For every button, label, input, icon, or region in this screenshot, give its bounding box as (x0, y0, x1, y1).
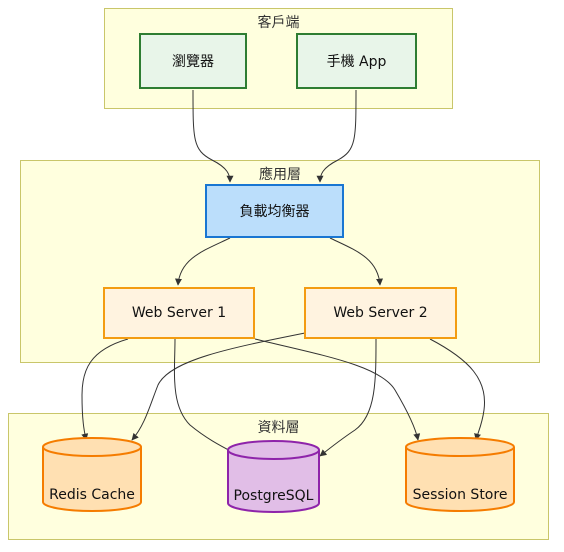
mobile-app-label: 手機 App (326, 54, 387, 70)
data-layer-title: 資料層 (257, 420, 300, 436)
redis-cache-label: Redis Cache (49, 487, 135, 503)
edge-web1-to-postgres (173, 338, 241, 457)
web-server-2-node: Web Server 2 (304, 287, 457, 339)
edge-web2-to-session (429, 338, 486, 441)
session-store-db: Session Store (405, 437, 515, 513)
edge-browser-to-lb (192, 89, 234, 183)
browser-node: 瀏覽器 (139, 33, 247, 89)
edge-web1-to-session (254, 338, 421, 441)
edge-lb-to-web2 (329, 237, 384, 286)
web-server-1-node: Web Server 1 (103, 287, 255, 339)
edge-web1-to-redis (81, 338, 129, 441)
web-server-2-label: Web Server 2 (333, 305, 428, 321)
load-balancer-node: 負載均衡器 (205, 184, 344, 238)
client-layer-title: 客戶端 (257, 15, 300, 31)
redis-cache-db: Redis Cache (42, 437, 142, 513)
browser-label: 瀏覽器 (172, 54, 214, 70)
postgresql-db: PostgreSQL (227, 440, 320, 514)
edge-web2-to-postgres (319, 338, 377, 457)
edge-web2-to-redis (131, 332, 306, 441)
web-server-1-label: Web Server 1 (131, 305, 227, 321)
session-store-label: Session Store (412, 487, 508, 503)
postgresql-cylinder-icon (227, 440, 320, 513)
edge-lb-to-web1 (174, 237, 231, 286)
load-balancer-label: 負載均衡器 (239, 204, 310, 220)
session-cylinder-icon (405, 437, 515, 512)
mobile-app-node: 手機 App (296, 33, 417, 89)
redis-cylinder-icon (42, 437, 142, 512)
postgresql-label: PostgreSQL (233, 488, 314, 504)
edge-mobile-to-lb (316, 89, 357, 183)
app-layer-title: 應用層 (259, 167, 301, 183)
